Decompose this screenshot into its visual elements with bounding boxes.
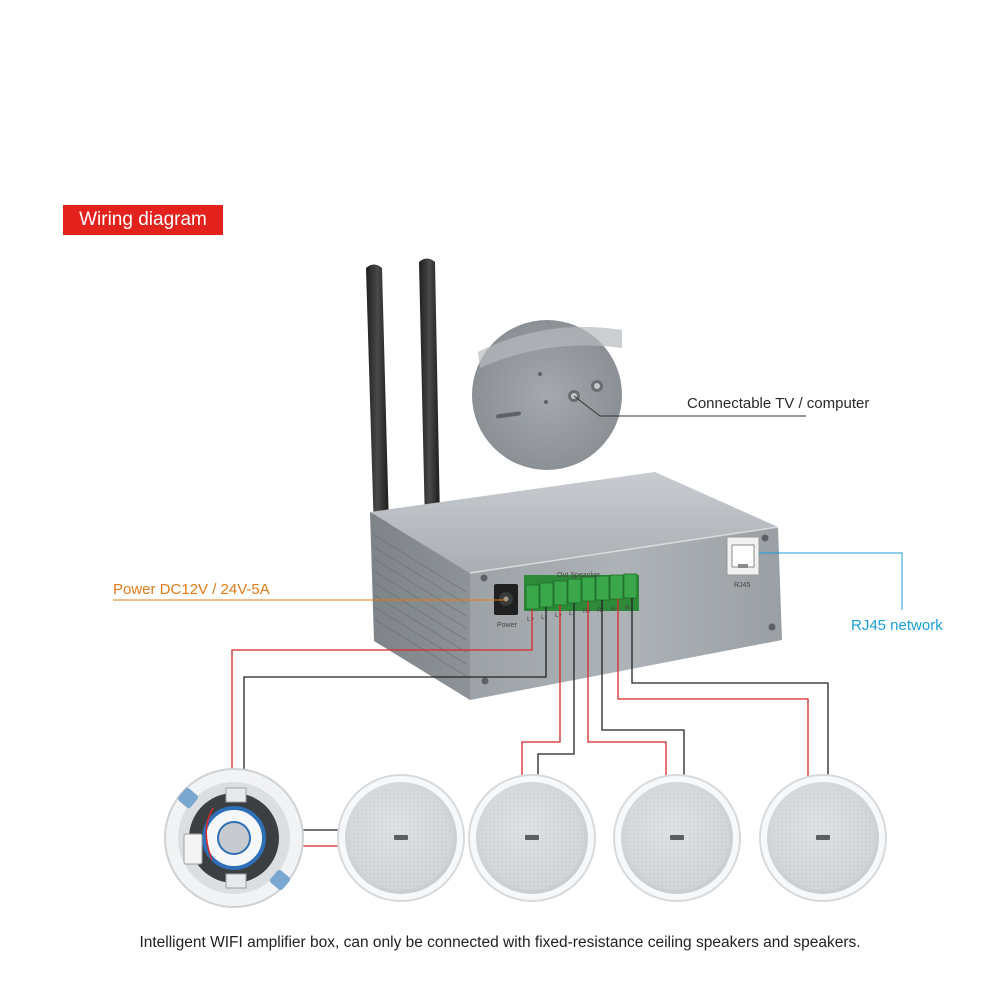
- caption: Intelligent WIFI amplifier box, can only…: [139, 934, 861, 951]
- terminal-label: L+: [527, 616, 535, 623]
- rj45-network-label: RJ45 network: [851, 617, 943, 634]
- antenna-left: [366, 264, 389, 533]
- rj45-callout-line: [759, 552, 903, 610]
- terminal-label: L-: [569, 610, 575, 617]
- screw: [761, 534, 769, 542]
- out-speaker-label: Out Speanker: [557, 572, 601, 579]
- screw: [768, 623, 776, 631]
- ceiling-speaker-1: [337, 774, 465, 902]
- terminal-label: R-: [625, 605, 632, 612]
- cooling-fins: [373, 534, 467, 677]
- terminal-label: R+: [611, 606, 620, 613]
- terminal-label: L-: [541, 614, 547, 621]
- antenna-right: [419, 258, 440, 525]
- ceiling-speaker-3: [613, 774, 741, 902]
- diagram-title: Wiring diagram: [63, 205, 223, 235]
- ceiling-speaker-rear-view: [164, 768, 304, 908]
- rj45-port-label: RJ45: [734, 582, 750, 589]
- rj45-port: [726, 536, 760, 576]
- tv-computer-label: Connectable TV / computer: [687, 395, 870, 412]
- ceiling-speaker-2: [468, 774, 596, 902]
- tv-callout-line: [573, 395, 806, 417]
- zoom-detail-circle: [472, 320, 622, 470]
- terminal-label: L+: [555, 612, 563, 619]
- power-label: Power DC12V / 24V-5A: [113, 581, 270, 598]
- terminal-label: R+: [583, 608, 592, 615]
- speaker-terminal-block: [524, 573, 639, 611]
- screw: [481, 677, 489, 685]
- ceiling-speaker-4: [759, 774, 887, 902]
- screw: [480, 574, 488, 582]
- terminal-label: R-: [597, 607, 604, 614]
- power-port-label: Power: [497, 622, 518, 629]
- amplifier-box: Power Out Speanker L+ L- L+ L- R+ R- R+ …: [370, 472, 782, 700]
